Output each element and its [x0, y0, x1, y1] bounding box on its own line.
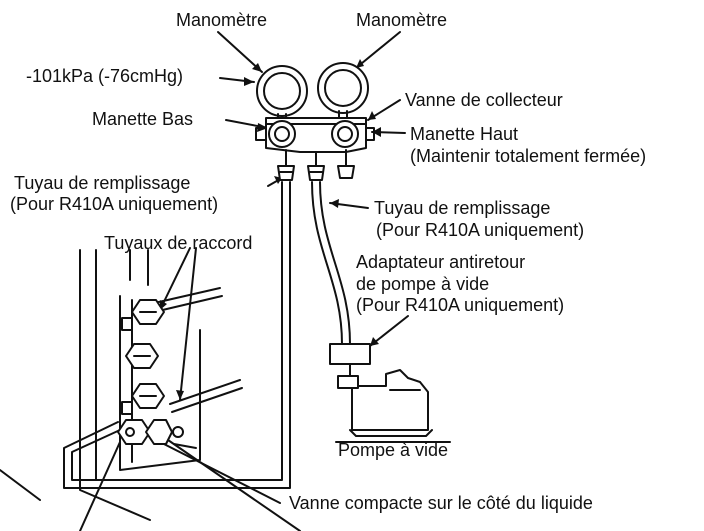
hose-left-drawing: [63, 181, 291, 489]
high-handle-note: (Maintenir totalement fermée): [410, 146, 647, 166]
leader-lines: [79, 31, 409, 531]
high-handle-label: Manette Haut: [410, 124, 519, 144]
vacuum-reading-label: -101kPa (-76cmHg): [26, 66, 184, 86]
low-handle-label: Manette Bas: [92, 109, 194, 129]
gauge-left-label: Manomètre: [176, 10, 268, 30]
manifold-valve-label: Vanne de collecteur: [405, 90, 563, 110]
adapter-label-line3: (Pour R410A uniquement): [356, 295, 565, 315]
connecting-pipes-label: Tuyaux de raccord: [104, 233, 253, 253]
charge-hose-right-note: (Pour R410A uniquement): [376, 220, 585, 240]
hose-right-drawing: [311, 181, 351, 345]
vacuum-pump-label: Pompe à vide: [338, 440, 449, 460]
adapter-label-line1: Adaptateur antiretour: [356, 252, 526, 272]
charge-hose-left-note: (Pour R410A uniquement): [10, 194, 219, 214]
gauge-right-label: Manomètre: [356, 10, 448, 30]
connecting-pipes-drawing: [149, 287, 243, 413]
vacuum-pump-drawing: [329, 343, 451, 443]
outdoor-unit-drawing: [0, 249, 201, 521]
gauge-left-drawing: [256, 65, 308, 123]
charge-hose-right-label: Tuyau de remplissage: [374, 198, 551, 218]
manifold-drawing: [255, 117, 375, 181]
adapter-label-line2: de pompe à vide: [356, 274, 490, 294]
valves-drawing: [117, 299, 173, 445]
compact-valve-liquid-label: Vanne compacte sur le côté du liquide: [289, 493, 593, 513]
charge-hose-left-label: Tuyau de remplissage: [14, 173, 191, 193]
gauge-right-drawing: [317, 62, 369, 123]
